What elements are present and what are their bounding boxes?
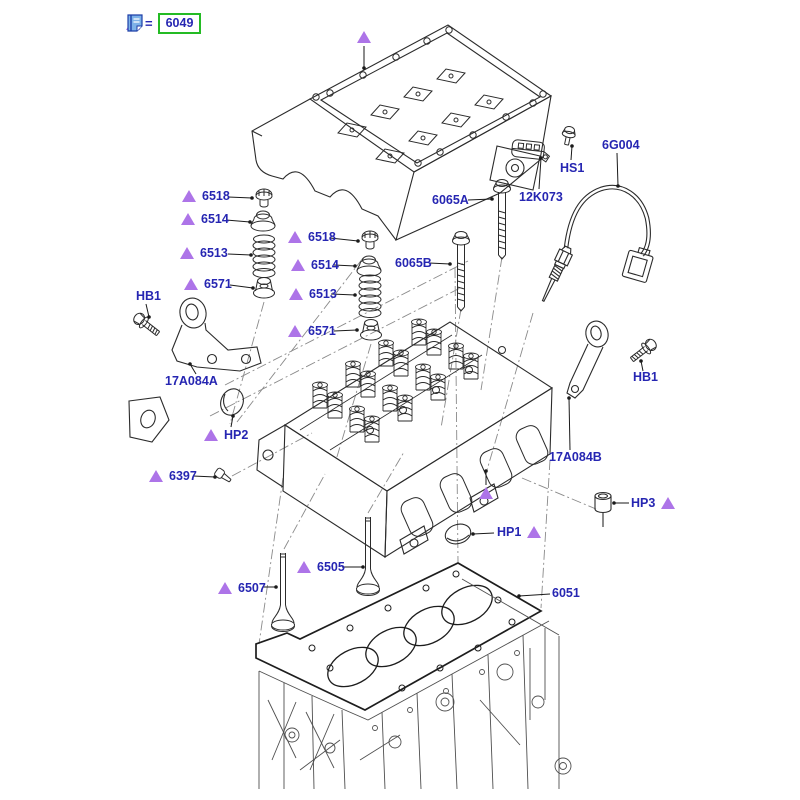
assembly-triangle-marker-icon — [288, 231, 302, 243]
part-number-label: 6397 — [169, 469, 197, 483]
assembly-triangle-marker-icon-cam-cover-marker — [357, 31, 371, 43]
callout-hp1[interactable]: HP1 — [497, 525, 542, 539]
part-number-label: 12K073 — [519, 190, 563, 204]
callout-hp3[interactable]: HP3 — [631, 496, 676, 510]
callout-hb1-left[interactable]: HB1 — [136, 289, 161, 303]
bracket-17a084b — [566, 320, 609, 399]
plug-hp3 — [594, 491, 612, 527]
part-number-label: 6571 — [204, 277, 232, 291]
bracket-17a084a — [128, 297, 262, 443]
callout-6518-center-column[interactable]: 6518 — [288, 230, 336, 244]
part-number-label: 6514 — [201, 212, 229, 226]
callout-6397[interactable]: 6397 — [149, 469, 197, 483]
callout-6065a[interactable]: 6065A — [432, 193, 469, 207]
part-number-label: 6514 — [311, 258, 339, 272]
assembly-triangle-marker-icon — [297, 561, 311, 573]
engine-block-drawing — [258, 578, 572, 790]
callout-6571-center-column[interactable]: 6571 — [288, 324, 336, 338]
callout-6514-left-column[interactable]: 6514 — [181, 212, 229, 226]
projection-axis-lines — [209, 256, 597, 645]
callout-6g004[interactable]: 6G004 — [602, 138, 640, 152]
callout-6518-left-column[interactable]: 6518 — [182, 189, 230, 203]
sensor-6g004 — [541, 185, 654, 303]
part-number-label: 6065B — [395, 256, 432, 270]
assembly-triangle-marker-icon — [527, 526, 542, 538]
assembly-triangle-marker-icon — [661, 497, 676, 509]
legend-part-number: 6049 — [165, 16, 194, 30]
part-number-label: 6571 — [308, 324, 336, 338]
plug-hp1 — [444, 523, 472, 545]
callout-hp2[interactable]: HP2 — [204, 428, 248, 442]
callout-6514-center-column[interactable]: 6514 — [291, 258, 339, 272]
assembly-triangle-marker-icon — [289, 288, 303, 300]
part-number-label: 6518 — [202, 189, 230, 203]
callout-17a084a[interactable]: 17A084A — [165, 374, 218, 388]
assembly-triangle-marker-icon — [291, 259, 305, 271]
assembly-triangle-marker-icon — [184, 278, 198, 290]
assembly-triangle-marker-icon — [182, 190, 196, 202]
part-number-label: HP2 — [224, 428, 249, 442]
callout-6065b[interactable]: 6065B — [395, 256, 432, 270]
assembly-triangle-marker-icon — [149, 470, 163, 482]
bolt-hs1 — [561, 125, 576, 146]
part-number-label: 6505 — [317, 560, 345, 574]
loose-parts — [128, 125, 660, 632]
callout-6571-left-column[interactable]: 6571 — [184, 277, 232, 291]
sensor-12k073 — [511, 139, 551, 163]
assembly-triangle-marker-icon-cylinder-head-marker — [479, 487, 493, 499]
assembly-triangle-marker-icon — [181, 213, 195, 225]
callout-17a084b[interactable]: 17A084B — [549, 450, 602, 464]
part-number-label: 6065A — [432, 193, 469, 207]
legend-equals: = — [145, 16, 153, 31]
part-number-label: 6507 — [238, 581, 266, 595]
callout-6507[interactable]: 6507 — [218, 581, 266, 595]
plug-6397 — [214, 467, 232, 483]
part-number-label: 6513 — [200, 246, 228, 260]
assembly-triangle-marker-icon — [218, 582, 232, 594]
plug-hp2 — [220, 388, 244, 416]
callout-6513-center-column[interactable]: 6513 — [289, 287, 337, 301]
callout-6051[interactable]: 6051 — [552, 586, 580, 600]
part-number-label: HP3 — [631, 496, 656, 510]
assembly-triangle-marker-icon — [204, 429, 218, 441]
part-number-label: 6051 — [552, 586, 580, 600]
part-number-label: 17A084B — [549, 450, 602, 464]
part-number-label: HS1 — [560, 161, 585, 175]
callout-12k073[interactable]: 12K073 — [519, 190, 563, 204]
part-number-label: 6518 — [308, 230, 336, 244]
assembly-triangle-marker-icon — [288, 325, 302, 337]
part-number-label: 6513 — [309, 287, 337, 301]
callout-hb1-right[interactable]: HB1 — [633, 370, 658, 384]
part-number-label: 6G004 — [602, 138, 640, 152]
part-number-label: HP1 — [497, 525, 522, 539]
part-number-label: HB1 — [633, 370, 659, 384]
assembly-triangle-marker-icon — [180, 247, 194, 259]
callout-6513-left-column[interactable]: 6513 — [180, 246, 228, 260]
document-icon[interactable] — [127, 14, 225, 34]
part-number-label: HB1 — [136, 289, 162, 303]
head-gasket-drawing — [255, 562, 543, 711]
camshaft-carrier-drawing — [251, 24, 553, 241]
legend: = 6049 — [126, 13, 225, 34]
legend-part-number-box[interactable]: 6049 — [157, 13, 202, 34]
callout-hs1[interactable]: HS1 — [560, 161, 584, 175]
callout-6505[interactable]: 6505 — [297, 560, 345, 574]
part-number-label: 17A084A — [165, 374, 218, 388]
cylinder-head-drawing — [256, 318, 554, 559]
